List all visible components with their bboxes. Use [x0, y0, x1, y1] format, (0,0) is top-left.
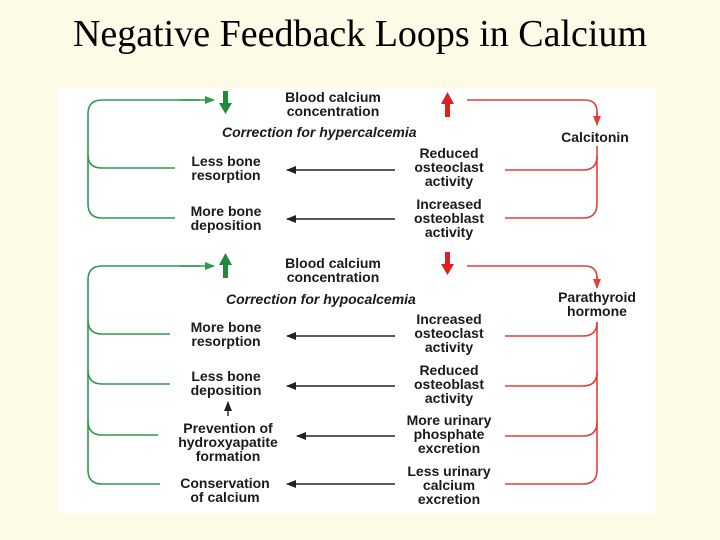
bottom-red-branch-1 — [505, 321, 598, 337]
top-row2-effect: More bone deposition — [190, 203, 262, 233]
top-green-down-arrow — [219, 91, 232, 114]
bottom-green-up-arrow — [219, 253, 232, 278]
diagram-panel — [58, 88, 656, 513]
bottom-green-branch-3 — [87, 420, 158, 436]
top-red-branch-1 — [505, 155, 598, 171]
bottom-green-branch-1 — [87, 319, 170, 335]
bottom-row4-cause: Less urinary calcium excretion — [407, 463, 491, 507]
bottom-row1-effect: More bone resorption — [190, 319, 262, 349]
bottom-hormone-label: Parathyroid hormone — [558, 289, 636, 319]
bottom-row2-effect: Less bone deposition — [190, 368, 262, 398]
bottom-header-label: Blood calcium concentration — [285, 255, 381, 285]
bottom-red-descend — [505, 322, 598, 485]
top-row1-cause: Reduced osteoclast activity — [414, 145, 484, 189]
bottom-row3-cause: More urinary phosphate excretion — [406, 412, 492, 456]
top-header-label: Blood calcium concentration — [285, 89, 381, 119]
slide-title: Negative Feedback Loops in Calcium — [72, 13, 648, 55]
bottom-red-loop-line — [467, 265, 598, 282]
bottom-red-down-arrow — [441, 252, 454, 275]
bottom-row3-effect: Prevention of hydroxyapatite formation — [178, 420, 278, 464]
top-red-loop-line — [467, 99, 598, 120]
bottom-row1-cause: Increased osteoclast activity — [414, 311, 484, 355]
bottom-green-branch-2 — [87, 369, 170, 385]
bottom-red-branch-2 — [505, 371, 598, 387]
top-row2-cause: Increased osteoblast activity — [413, 196, 484, 240]
bottom-row4-effect: Conservation of calcium — [180, 475, 270, 505]
bottom-row2-cause: Reduced osteoblast activity — [413, 362, 484, 406]
bottom-correction-label: Correction for hypocalcemia — [226, 291, 416, 307]
top-green-branch-1 — [87, 154, 175, 169]
top-red-descend — [505, 146, 598, 219]
top-correction-label: Correction for hypercalcemia — [222, 124, 417, 140]
bottom-red-branch-3 — [505, 421, 598, 437]
top-row1-effect: Less bone resorption — [191, 153, 261, 183]
top-red-up-arrow — [441, 92, 454, 117]
top-hormone-label: Calcitonin — [561, 129, 629, 145]
